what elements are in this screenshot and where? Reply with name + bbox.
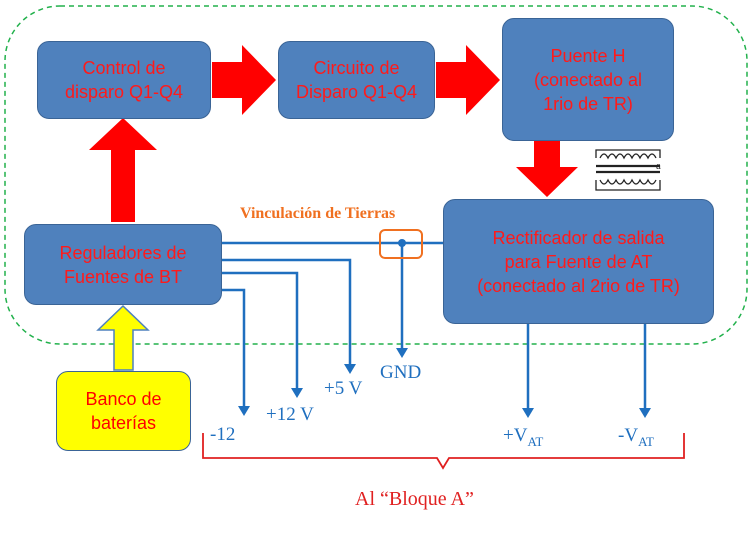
vat-minus-text: -V [618,425,639,446]
vinculacion-tierras-label: Vinculación de Tierras [240,205,396,222]
bloque-a-brace [202,433,685,470]
arrowhead-minus12 [238,406,250,416]
arrowhead-vat-plus [522,408,534,418]
arrow-control-to-circuito [212,45,276,115]
rectificador-block: Rectificador de salida para Fuente de AT… [443,199,714,324]
reguladores-block: Reguladores de Fuentes de BT [24,224,222,305]
plus12-label: +12 V [266,404,314,425]
banco-baterias-block: Banco de baterías [56,371,191,451]
transformer-icon [595,149,661,191]
vat-minus-subscript: AT [638,433,654,449]
wire-plus12 [222,271,299,392]
vat-plus-subscript: AT [527,433,544,449]
gnd-label: GND [380,362,422,383]
transformer-a-label: a [656,160,661,172]
puente-h-block: Puente H (conectado al 1rio de TR) [502,18,674,141]
wire-minus12 [222,288,246,410]
wire-plus5 [222,258,352,368]
vat-minus-label: -VAT [618,425,654,450]
bloque-a-label: Al “Bloque A” [355,488,474,510]
minus12-label: -12 [210,424,236,445]
arrow-reguladores-to-control [89,118,157,222]
vat-plus-text: +V [503,425,528,446]
wires [222,241,647,412]
arrowhead-gnd [396,348,408,358]
plus5-label: +5 V [324,378,363,399]
arrow-puente-to-rectificador [516,140,578,197]
arrowhead-plus5 [344,364,356,374]
arrowhead-vat-minus [639,408,651,418]
control-disparo-block: Control de disparo Q1-Q4 [37,41,211,119]
ground-tie-highlight [379,229,423,259]
circuito-disparo-block: Circuito de Disparo Q1-Q4 [278,41,435,119]
arrowhead-plus12 [291,388,303,398]
dashed-boundary [4,5,748,345]
wire-arrowheads [238,348,651,418]
arrow-circuito-to-puente [436,45,500,115]
arrow-banco-to-reguladores [96,304,150,371]
vat-plus-label: +VAT [503,425,543,450]
ground-junction-dot [398,239,406,247]
